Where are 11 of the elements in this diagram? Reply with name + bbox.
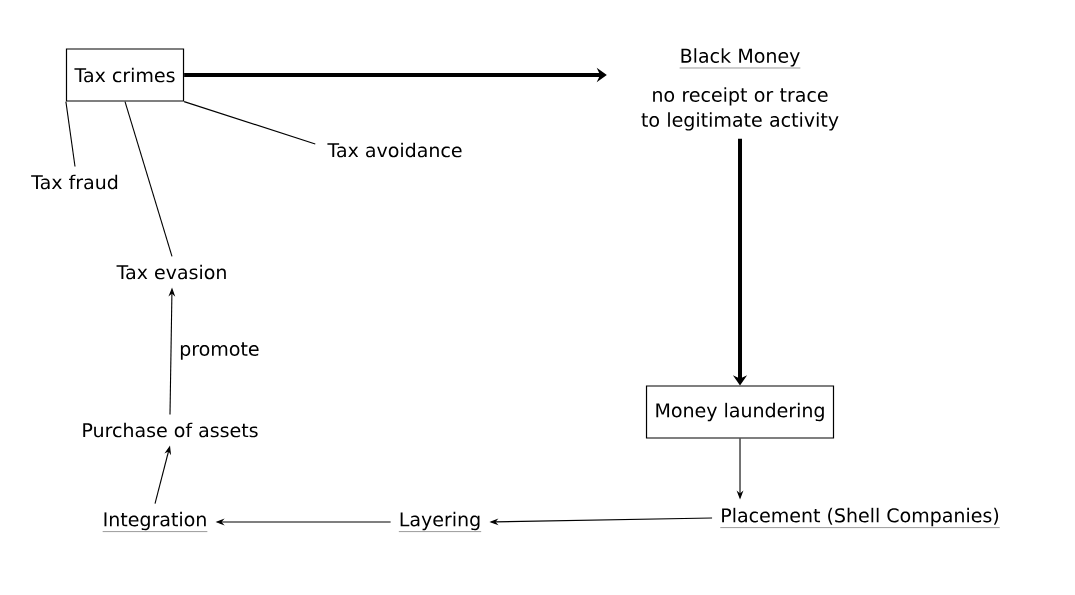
- stage-text: Layering: [398, 511, 482, 532]
- branch-text: Tax evasion: [116, 264, 226, 280]
- stage-text: Integration: [102, 511, 208, 532]
- step-text: Purchase of assets: [83, 422, 258, 438]
- edge-label: promote: [177, 340, 262, 362]
- branch-text: Tax fraud: [31, 174, 118, 190]
- heading-text: Black Money no receipt or trace to legitimate activity: [641, 48, 839, 131]
- branch-text: Tax avoidance: [327, 142, 462, 158]
- stage-text: Placement (Shell Companies): [720, 507, 1000, 528]
- process-box: Money laundering: [645, 385, 835, 439]
- process-box: Tax crimes: [65, 48, 185, 102]
